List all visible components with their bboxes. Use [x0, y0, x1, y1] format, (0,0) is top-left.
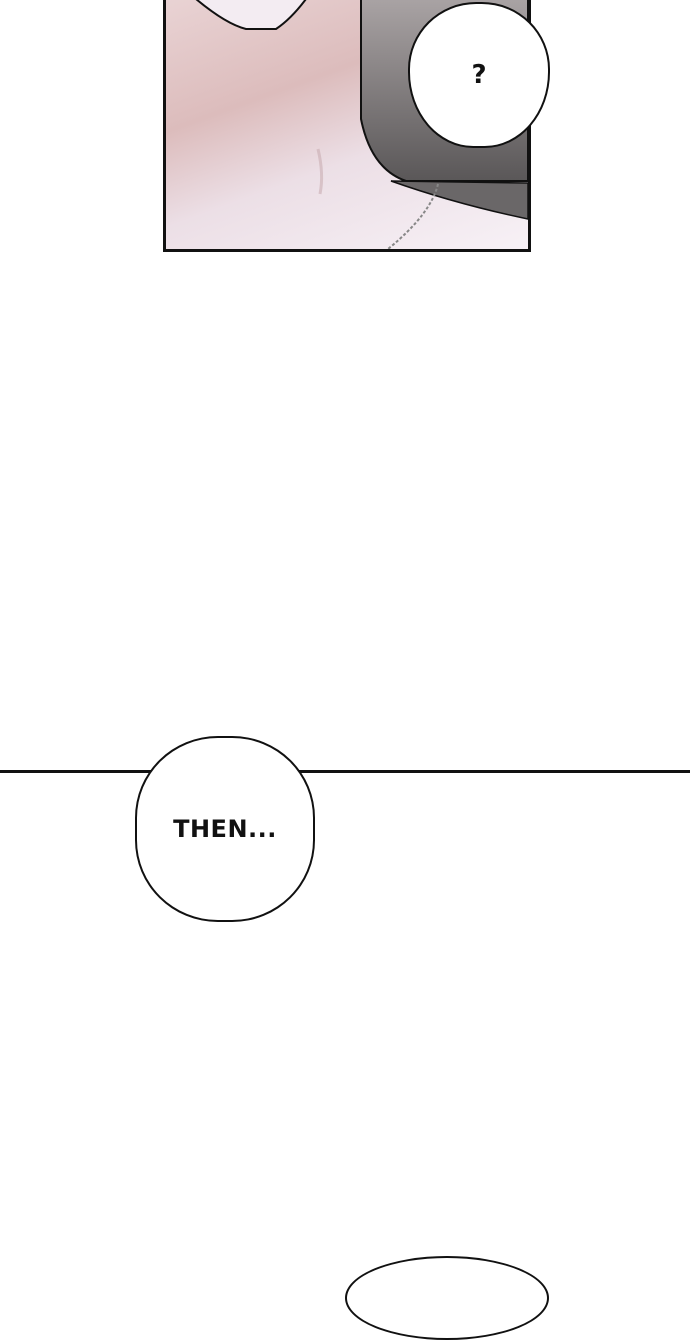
speech-bubble-text: THEN...: [173, 815, 277, 843]
speech-bubble-then: THEN...: [135, 736, 315, 922]
speech-bubble-text: ?: [471, 60, 487, 90]
speech-bubble-question: ?: [408, 2, 550, 148]
speech-bubble-partial: [345, 1256, 549, 1340]
panel-divider-line: [0, 770, 690, 773]
